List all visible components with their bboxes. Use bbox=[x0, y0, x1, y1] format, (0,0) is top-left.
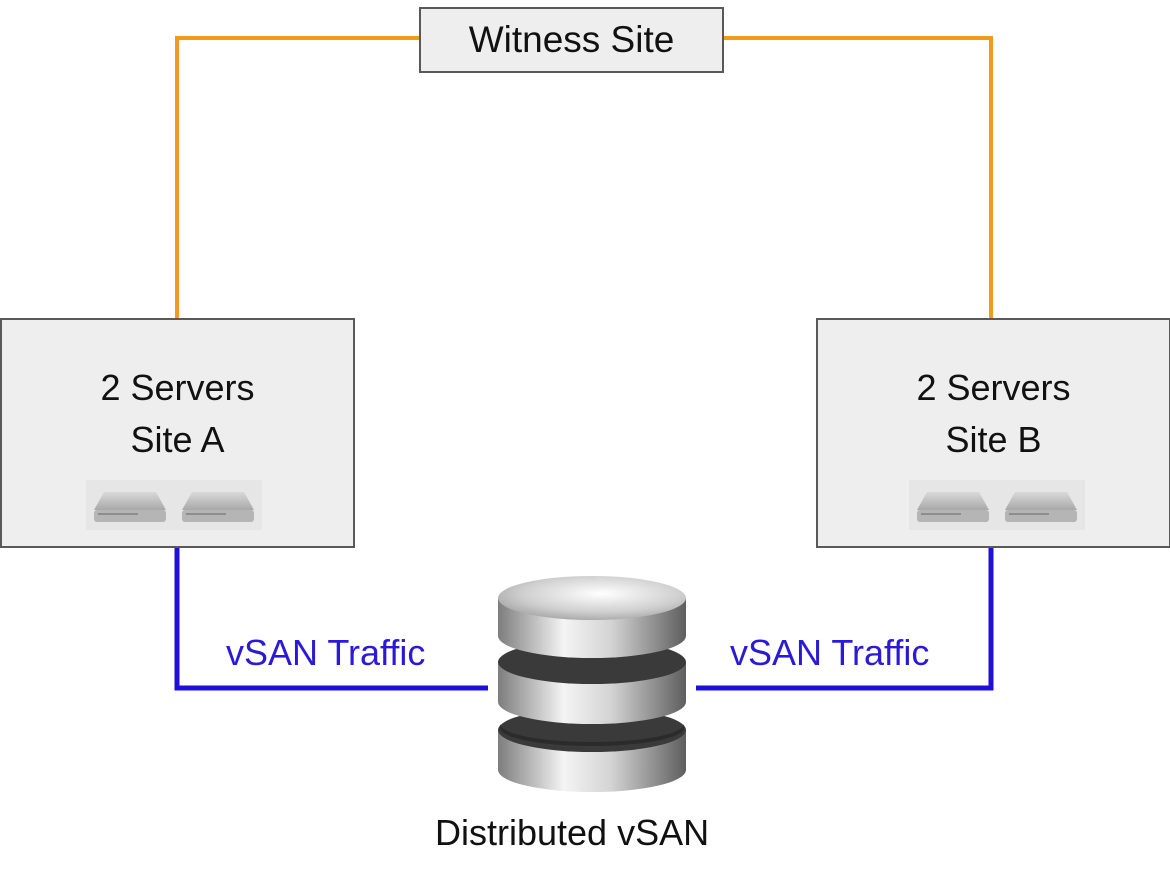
vsan-traffic-label-left: vSAN Traffic bbox=[226, 632, 426, 673]
site-b-text: 2 Servers Site B bbox=[818, 362, 1169, 466]
site-b-servers-count: 2 Servers bbox=[916, 367, 1071, 408]
distributed-vsan-label: Distributed vSAN bbox=[435, 812, 710, 853]
server-icon bbox=[182, 492, 254, 522]
server-icon bbox=[1005, 492, 1077, 522]
site-a-name: Site A bbox=[130, 419, 225, 460]
witness-site-box: Witness Site bbox=[419, 7, 724, 73]
vsan-link-site-a bbox=[174, 548, 488, 691]
site-b-box: 2 Servers Site B bbox=[816, 318, 1170, 548]
site-b-name: Site B bbox=[945, 419, 1042, 460]
site-a-text: 2 Servers Site A bbox=[2, 362, 353, 466]
witness-site-label: Witness Site bbox=[468, 19, 675, 60]
site-a-servers-count: 2 Servers bbox=[100, 367, 255, 408]
witness-link-site-b bbox=[724, 36, 993, 318]
vsan-link-site-b bbox=[696, 548, 994, 691]
site-b-servers bbox=[909, 480, 1085, 530]
site-a-box: 2 Servers Site A bbox=[0, 318, 355, 548]
server-icon bbox=[917, 492, 989, 522]
server-icon bbox=[94, 492, 166, 522]
site-a-servers bbox=[86, 480, 262, 530]
vsan-traffic-label-right: vSAN Traffic bbox=[730, 632, 930, 673]
database-icon bbox=[498, 576, 686, 792]
witness-link-site-a bbox=[175, 36, 419, 318]
